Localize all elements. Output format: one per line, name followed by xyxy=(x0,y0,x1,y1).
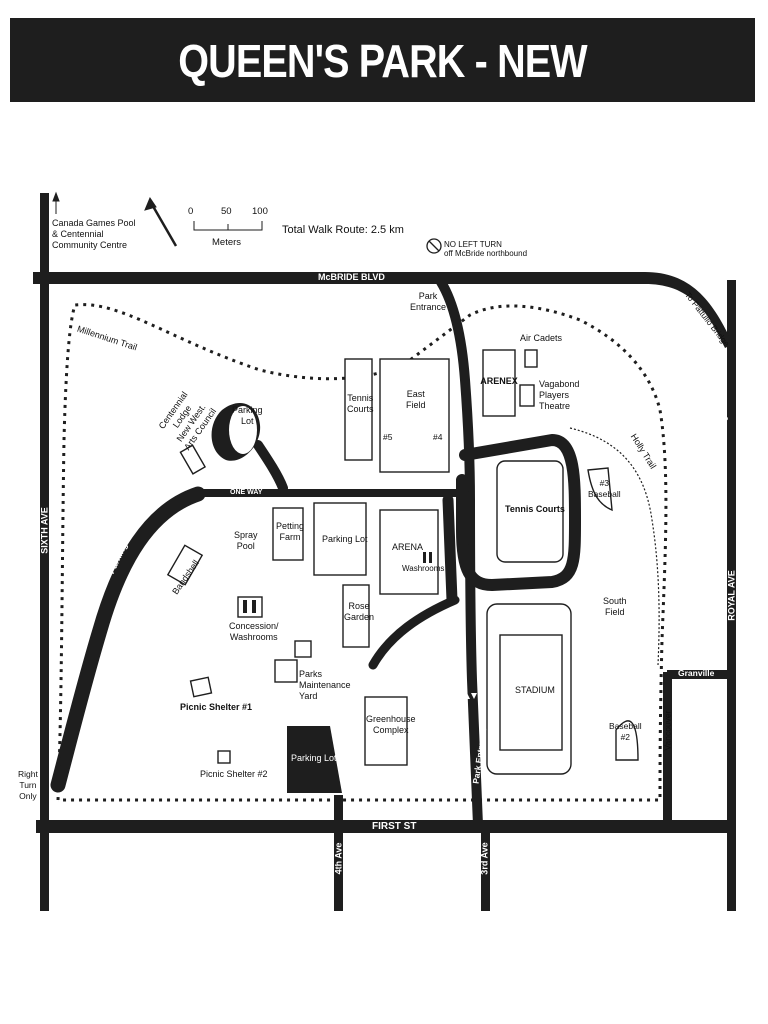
north-entrance-road xyxy=(436,277,475,505)
arena-building xyxy=(379,509,439,595)
north-lot-spur xyxy=(253,440,288,493)
bandshell-building xyxy=(166,544,204,586)
map-title: QUEEN'S PARK - NEW WESTMINSTER, BC xyxy=(178,35,587,173)
petting-farm xyxy=(272,507,304,561)
parking-lot-south xyxy=(287,726,342,793)
maintenance-shed-1 xyxy=(294,640,312,658)
concession-label: Concession/Washrooms xyxy=(229,621,279,642)
east-entrance-road xyxy=(465,495,483,830)
north-arrow-icon xyxy=(52,191,60,214)
arena-label: ARENA xyxy=(392,542,424,552)
vancouver-label: Vancouver xyxy=(662,710,673,751)
mcbride-blvd-road xyxy=(33,272,733,348)
stadium-pitch xyxy=(499,634,563,751)
compass-icon xyxy=(144,196,178,247)
parking-lot-center-label: Parking Lot xyxy=(322,534,368,544)
scale-label-50: 50 xyxy=(221,206,232,217)
picnic-shelter-2 xyxy=(217,750,231,764)
baseball-3-field xyxy=(587,467,613,512)
picnic-2-label: Picnic Shelter #2 xyxy=(200,769,268,779)
sixth-ave-road xyxy=(40,193,49,911)
parking-lot-center xyxy=(313,502,367,576)
washroom-icon xyxy=(243,552,432,613)
scale-label-0: 0 xyxy=(188,206,194,217)
parking-road xyxy=(50,486,206,793)
greenhouse-building xyxy=(364,696,408,766)
first-st-road xyxy=(36,820,736,833)
entrance-arrow-icon xyxy=(464,693,477,699)
arena-side-road xyxy=(442,494,458,606)
granville-road xyxy=(667,670,729,679)
parking-lot-south-label: Parking Lot xyxy=(291,753,337,763)
stadium-label: STADIUM xyxy=(515,685,555,695)
scale-bar xyxy=(193,221,263,231)
first-st-label: FIRST ST xyxy=(372,821,417,832)
fourth-ave-label: 4th Ave xyxy=(333,842,344,875)
no-left-turn-icon xyxy=(426,238,442,254)
east-field xyxy=(379,358,450,473)
rose-garden-road xyxy=(368,595,460,670)
arenex-label: ARENEX xyxy=(480,376,518,386)
concession-building xyxy=(237,596,263,618)
royal-ave-label: ROYAL AVE xyxy=(726,570,737,621)
tennis-courts-west xyxy=(344,358,373,461)
granville-label: Granville xyxy=(678,668,715,678)
air-cadets-building xyxy=(524,349,538,368)
picnic-1-label: Picnic Shelter #1 xyxy=(180,702,253,712)
title-banner: QUEEN'S PARK - NEW WESTMINSTER, BC xyxy=(10,18,755,173)
vancouver-road xyxy=(663,672,672,824)
third-ave-label: 3rd Ave xyxy=(479,842,490,875)
outer-roads xyxy=(36,193,736,911)
ring-road xyxy=(456,434,581,591)
sixth-ave-label: SIXTH AVE xyxy=(39,507,50,554)
air-cadets-label: Air Cadets xyxy=(520,333,563,343)
field-5-label: #5 xyxy=(383,432,393,442)
centennial-lodge-building xyxy=(179,444,207,475)
rose-garden xyxy=(342,584,370,648)
picnic-shelter-1 xyxy=(189,676,213,698)
third-ave-road xyxy=(481,826,490,911)
baseball-2-label: Baseball#2 xyxy=(609,721,642,742)
walk-route-label: Total Walk Route: 2.5 km xyxy=(282,224,404,236)
tennis-courts-east-label: Tennis Courts xyxy=(505,504,565,514)
royal-ave-road xyxy=(727,280,736,911)
scale-unit: Meters xyxy=(212,237,242,248)
park-roads xyxy=(50,277,581,830)
parking-lot-north-hole xyxy=(229,406,257,454)
field-4-label: #4 xyxy=(433,432,443,442)
holly-trail xyxy=(569,427,660,666)
arenex-building xyxy=(482,349,516,417)
one-way-label: ONE WAY xyxy=(230,489,263,496)
maintenance-shed-2 xyxy=(274,659,298,683)
baseball-2-field xyxy=(615,720,639,761)
scale-label-100: 100 xyxy=(252,206,268,217)
tennis-courts-east xyxy=(496,460,564,563)
mcbride-label: McBRIDE BLVD xyxy=(318,272,385,282)
fourth-ave-road xyxy=(334,795,343,911)
washrooms-label: Washrooms xyxy=(402,564,445,573)
vagabond-building xyxy=(519,384,535,407)
